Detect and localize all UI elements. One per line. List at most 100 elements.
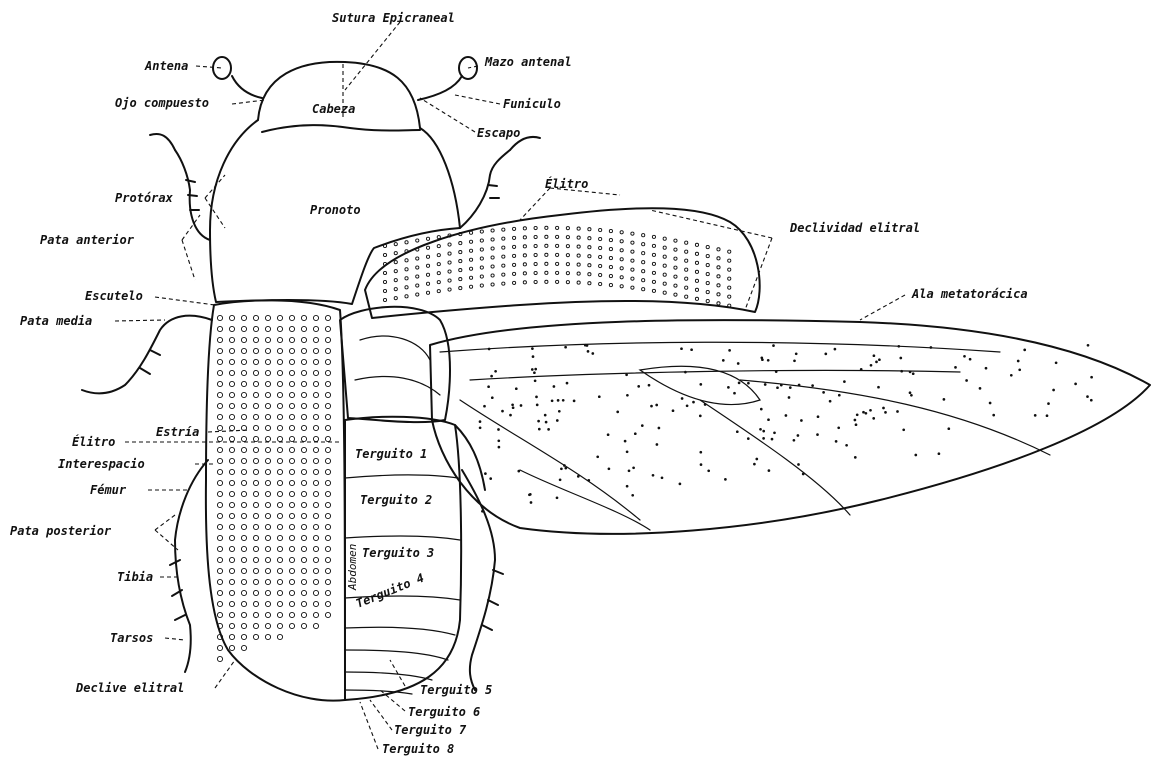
texture-dot [652,271,655,274]
texture-dot [502,410,504,412]
texture-dot [253,370,258,375]
texture-dot [253,436,258,441]
label-ala-metatoracica: Ala metatorácica [911,287,1028,301]
texture-dot [241,469,246,474]
texture-dot [265,348,270,353]
texture-dot [523,236,526,239]
texture-dot [838,427,840,429]
texture-dot [277,381,282,386]
texture-dot [717,266,720,269]
texture-dot [313,370,318,375]
texture-dot [253,601,258,606]
texture-dot [253,502,258,507]
texture-dot [253,348,258,353]
texture-dot [229,557,234,562]
texture-dot [325,381,330,386]
texture-dot [577,236,580,239]
texture-dot [717,248,720,251]
texture-dot [609,247,612,250]
texture-dot [565,467,567,469]
texture-dot [289,480,294,485]
texture-dot [217,502,222,507]
texture-dot [663,264,666,267]
texture-dot [642,261,645,264]
texture-dot [566,254,569,257]
texture-dot [556,226,559,229]
texture-dot [405,268,408,271]
texture-dot [768,470,770,472]
texture-dot [241,348,246,353]
texture-dot [534,280,537,283]
texture-dot [520,405,522,407]
texture-dot [217,425,222,430]
texture-dot [912,373,914,375]
texture-dot [217,491,222,496]
texture-dot [633,467,635,469]
texture-dot [545,244,548,247]
texture-dot [642,270,645,273]
texture-dot [241,590,246,595]
texture-dot [681,398,683,400]
elytron-punctures [383,226,730,307]
texture-dot [531,369,533,371]
texture-dot [253,425,258,430]
texture-dot [502,273,505,276]
texture-dot [229,381,234,386]
texture-dot [538,428,540,430]
texture-dot [301,546,306,551]
texture-dot [301,601,306,606]
texture-dot [325,359,330,364]
texture-dot [313,480,318,485]
texture-dot [217,568,222,573]
texture-dot [383,280,386,283]
texture-dot [313,403,318,408]
texture-dot [764,384,766,386]
texture-dot [217,337,222,342]
texture-dot [536,404,538,406]
texture-dot [265,403,270,408]
texture-dot [383,253,386,256]
texture-dot [265,634,270,639]
beetle-illustration [82,57,1150,701]
texture-dot [301,381,306,386]
texture-dot [553,386,555,388]
texture-dot [663,282,666,285]
texture-dot [498,446,500,448]
texture-dot [325,601,330,606]
texture-dot [599,282,602,285]
texture-dot [1087,396,1089,398]
texture-dot [313,513,318,518]
texture-dot [855,424,857,426]
texture-dot [313,612,318,617]
texture-dot [253,381,258,386]
texture-dot [495,370,497,372]
texture-dot [642,234,645,237]
texture-dot [313,315,318,320]
texture-dot [301,568,306,573]
texture-dot [900,357,902,359]
texture-dot [760,428,762,430]
texture-dot [469,240,472,243]
texture-dot [626,485,628,487]
texture-dot [325,436,330,441]
texture-dot [301,458,306,463]
texture-dot [532,356,534,358]
texture-dot [870,364,872,366]
texture-dot [631,259,634,262]
texture-dot [706,272,709,275]
texture-dot [217,480,222,485]
texture-dot [488,348,490,350]
texture-dot [217,469,222,474]
head [258,62,420,132]
labels: Sutura Epicraneal Antena Mazo antenal Oj… [10,11,1028,756]
texture-dot [1087,344,1089,346]
texture-dot [599,273,602,276]
texture-dot [325,370,330,375]
texture-dot [325,557,330,562]
texture-dot [217,315,222,320]
texture-dot [566,236,569,239]
texture-dot [609,265,612,268]
texture-dot [515,388,517,390]
texture-dot [241,337,246,342]
